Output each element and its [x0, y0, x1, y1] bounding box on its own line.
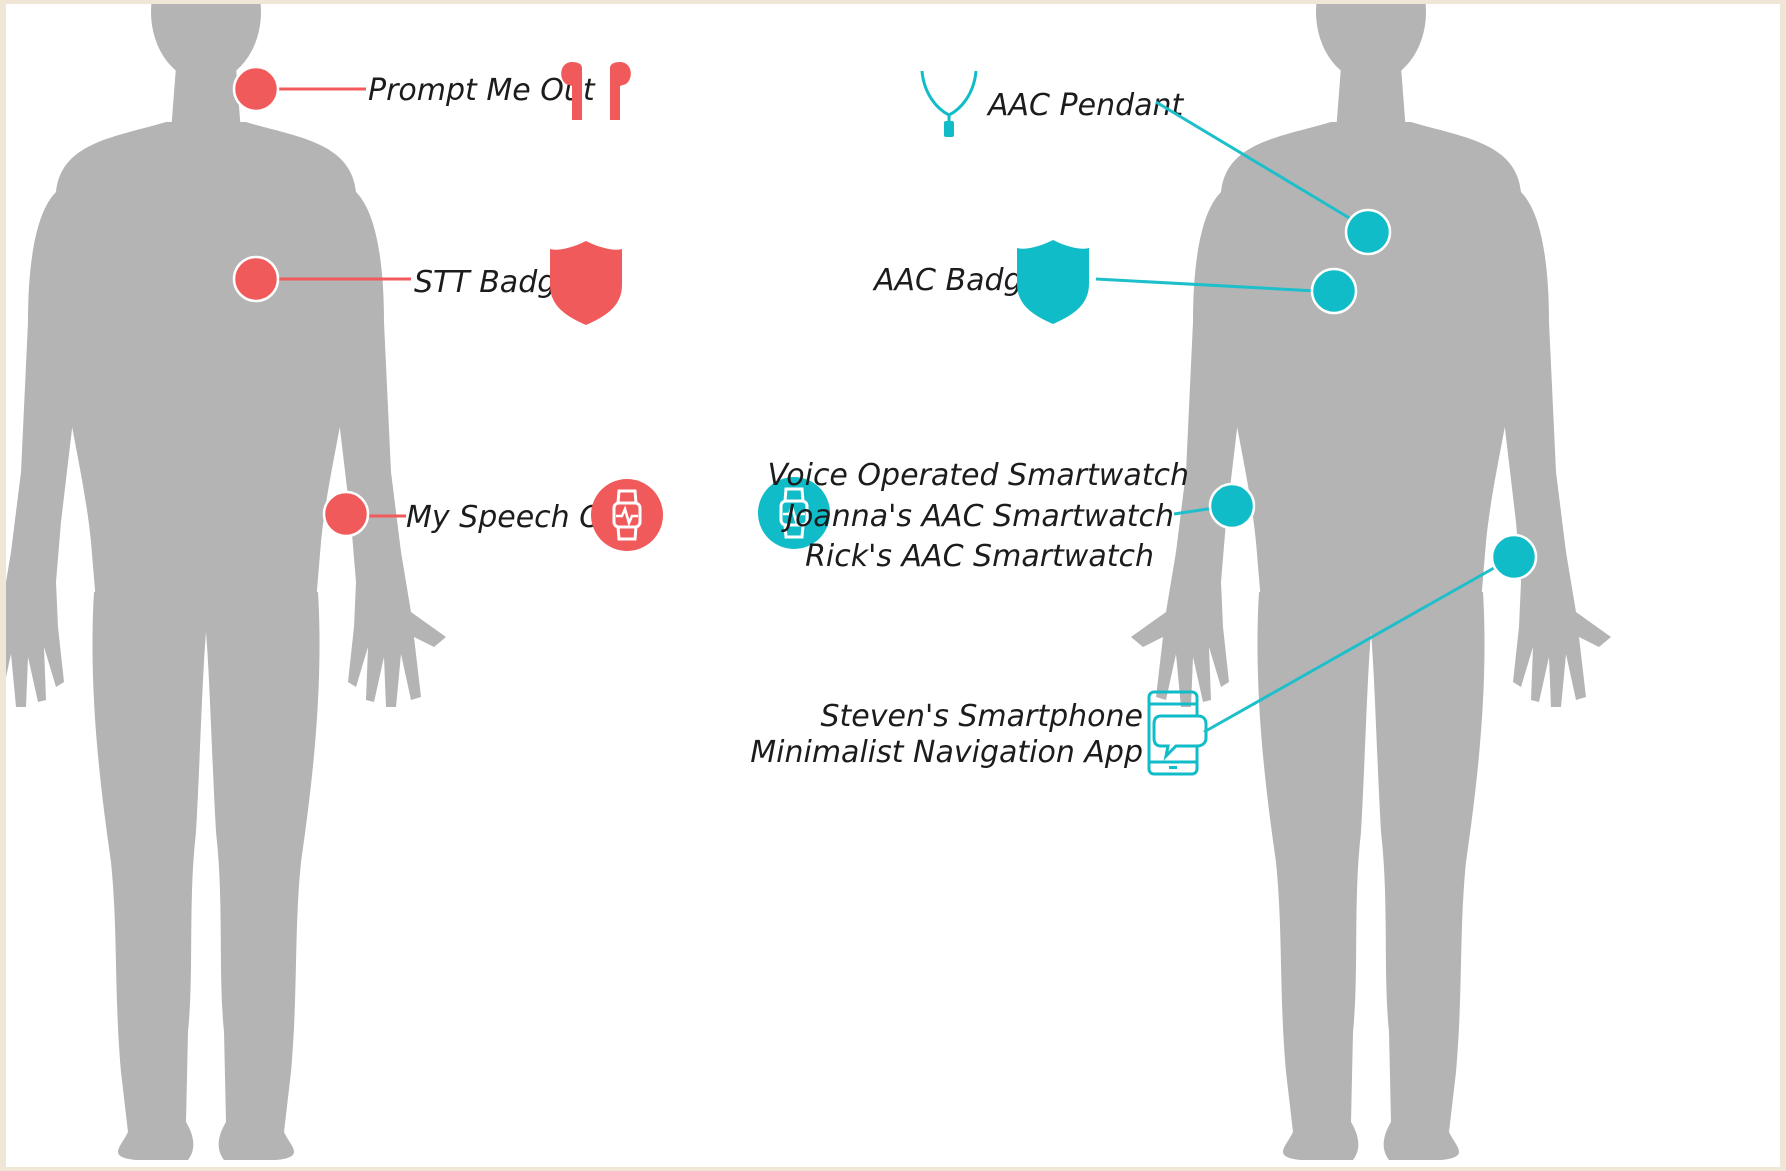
right-human-figure	[1131, 4, 1611, 1160]
diagram-canvas: Prompt Me Out STT Badge My Speech OS AAC…	[6, 4, 1780, 1167]
device-label-stevens-smartphone: Steven's Smartphone	[820, 699, 1143, 734]
device-label-voice-operated-smartwatch: Voice Operated Smartwatch	[767, 458, 1189, 493]
upper-chest-marker-dot	[1346, 210, 1390, 254]
pendant-necklace-icon	[922, 71, 976, 137]
head-marker-dot	[234, 67, 278, 111]
wrist-marker-dot	[1210, 484, 1254, 528]
hand-marker-dot	[1492, 535, 1536, 579]
smartphone-chat-icon	[1149, 692, 1206, 774]
wearables-body-diagram: Prompt Me Out STT Badge My Speech OS AAC…	[6, 4, 1780, 1167]
device-label-my-speech-os: My Speech OS	[406, 500, 622, 535]
device-label-aac-badge: AAC Badge	[872, 263, 1041, 298]
chest-marker-dot	[234, 257, 278, 301]
device-label-prompt-me-out: Prompt Me Out	[368, 73, 596, 108]
device-label-joannas-aac-smartwatch: Joanna's AAC Smartwatch	[781, 499, 1174, 534]
shield-badge-icon	[1017, 240, 1089, 324]
left-human-figure	[6, 4, 446, 1160]
device-label-minimalist-navigation-app: Minimalist Navigation App	[750, 735, 1143, 770]
smartwatch-icon	[591, 479, 663, 551]
device-label-ricks-aac-smartwatch: Rick's AAC Smartwatch	[805, 539, 1154, 574]
device-label-aac-pendant: AAC Pendant	[986, 88, 1185, 123]
shield-badge-icon	[550, 241, 622, 325]
chest-marker-dot	[1312, 269, 1356, 313]
wrist-marker-dot	[324, 492, 368, 536]
